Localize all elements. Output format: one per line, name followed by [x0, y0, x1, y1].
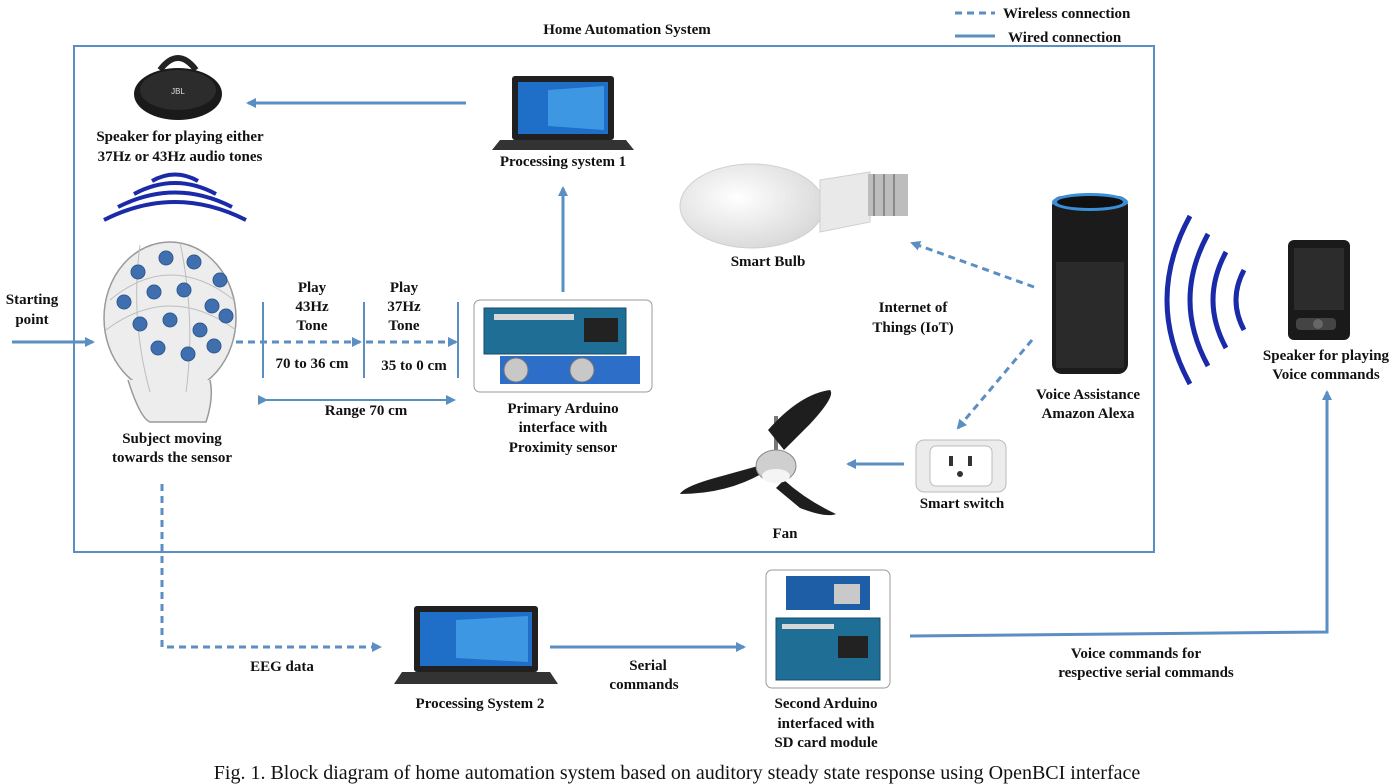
- legend-wireless-label: Wireless connection: [1003, 6, 1131, 22]
- subject-label-2: towards the sensor: [112, 450, 232, 466]
- play43-label-2: 43Hz: [295, 299, 329, 315]
- speaker-right-icon: [1288, 240, 1350, 340]
- legend: Wireless connection Wired connection: [955, 6, 1131, 46]
- system-boundary: [73, 45, 1155, 553]
- arduino-2-icon: [765, 569, 891, 689]
- arrow-alexa-to-switch: [956, 339, 1034, 430]
- fan-label: Fan: [772, 526, 798, 542]
- legend-wired-label: Wired connection: [1008, 30, 1122, 46]
- ceiling-fan-icon: [680, 390, 836, 516]
- eeg-head-icon: [103, 241, 237, 423]
- arduino2-label-1: Second Arduino: [775, 696, 878, 712]
- smart-bulb-icon: [679, 163, 908, 249]
- range1-label: 70 to 36 cm: [276, 356, 349, 372]
- arduino1-label-2: interface with: [519, 420, 608, 436]
- range-total-label: Range 70 cm: [325, 403, 408, 419]
- speaker-top-label-2: 37Hz or 43Hz audio tones: [98, 149, 263, 165]
- arrow-alexa-to-bulb: [910, 241, 1035, 289]
- alexa-label-2: Amazon Alexa: [1042, 406, 1135, 422]
- play43-label-1: Play: [298, 280, 327, 296]
- arduino1-label-1: Primary Arduino: [507, 401, 618, 417]
- laptop-2-icon: [394, 606, 558, 684]
- voice-cmd-label-1: Voice commands for: [1071, 646, 1202, 662]
- play37-label-2: 37Hz: [387, 299, 421, 315]
- sound-waves-right: [1164, 214, 1247, 386]
- bulb-label: Smart Bulb: [731, 254, 806, 270]
- voice-cmd-label-2: respective serial commands: [1058, 665, 1234, 681]
- eeg-label: EEG data: [250, 659, 314, 675]
- speaker-right-label-1: Speaker for playing: [1263, 348, 1390, 364]
- smart-switch-icon: [915, 439, 1007, 493]
- alexa-label-1: Voice Assistance: [1036, 387, 1140, 403]
- speaker-top-label-1: Speaker for playing either: [96, 129, 264, 145]
- subject-label-1: Subject moving: [122, 431, 222, 447]
- speaker-right-label-2: Voice commands: [1272, 367, 1380, 383]
- serial-label-2: commands: [609, 677, 678, 693]
- figure-caption: Fig. 1. Block diagram of home automation…: [214, 762, 1141, 784]
- start-label-1: Starting: [6, 292, 59, 308]
- range2-label: 35 to 0 cm: [381, 358, 447, 374]
- svg-text:JBL: JBL: [171, 87, 185, 96]
- arduino1-label-3: Proximity sensor: [509, 440, 618, 456]
- arduino-1-icon: [473, 299, 653, 393]
- sound-waves-top: [103, 172, 247, 222]
- play37-label-1: Play: [390, 280, 419, 296]
- system-title: Home Automation System: [543, 22, 711, 38]
- arduino2-label-3: SD card module: [774, 735, 878, 751]
- arduino2-label-2: interfaced with: [777, 716, 875, 732]
- serial-label-1: Serial: [629, 658, 667, 674]
- laptop-1-icon: [492, 76, 634, 150]
- play37-label-3: Tone: [388, 318, 419, 334]
- alexa-icon: [1052, 193, 1128, 374]
- arrow-eeg-data: [160, 484, 382, 652]
- arrow-voice-commands: [909, 390, 1332, 638]
- start-label-2: point: [15, 312, 48, 328]
- iot-label-1: Internet of: [879, 300, 949, 316]
- play43-label-3: Tone: [296, 318, 327, 334]
- switch-label: Smart switch: [920, 496, 1005, 512]
- processing2-label: Processing System 2: [416, 696, 545, 712]
- speaker-top-icon: JBL: [134, 55, 222, 120]
- iot-label-2: Things (IoT): [872, 320, 953, 336]
- processing1-label: Processing system 1: [500, 154, 626, 170]
